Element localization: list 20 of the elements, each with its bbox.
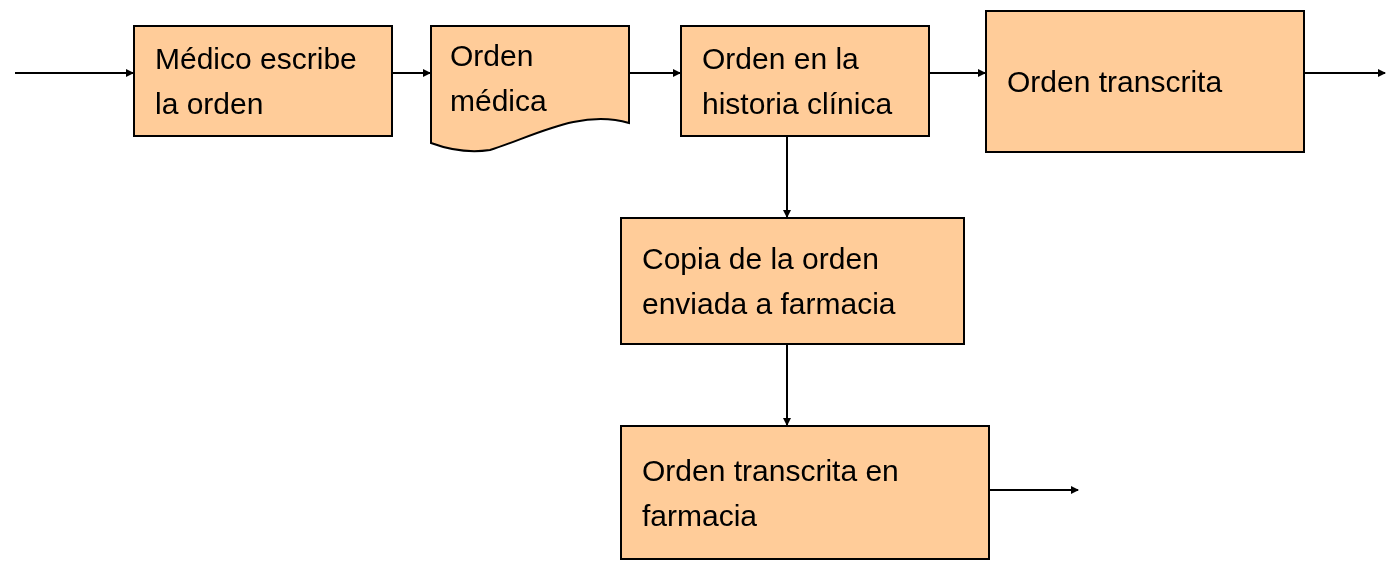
arrow bbox=[989, 486, 1079, 494]
arrow bbox=[929, 69, 986, 77]
process-box bbox=[985, 10, 1305, 153]
arrow bbox=[783, 344, 791, 426]
process-box bbox=[620, 217, 965, 345]
process-box bbox=[680, 25, 930, 137]
arrow bbox=[392, 69, 431, 77]
arrow bbox=[629, 69, 681, 77]
process-box bbox=[133, 25, 393, 137]
node-label: Médico escribe la orden bbox=[154, 41, 358, 122]
arrow bbox=[14, 69, 134, 77]
document-shape bbox=[430, 25, 630, 153]
node-label: Copia de la orden enviada a farmacia bbox=[641, 241, 897, 322]
node-label: Orden transcrita en farmacia bbox=[641, 452, 900, 534]
node-label: Orden médica bbox=[449, 38, 548, 119]
arrow bbox=[1304, 69, 1386, 77]
node-label: Orden transcrita bbox=[1006, 64, 1224, 100]
arrow bbox=[783, 136, 791, 218]
node-label: Orden en la historia clínica bbox=[701, 41, 894, 122]
process-box bbox=[620, 425, 990, 560]
